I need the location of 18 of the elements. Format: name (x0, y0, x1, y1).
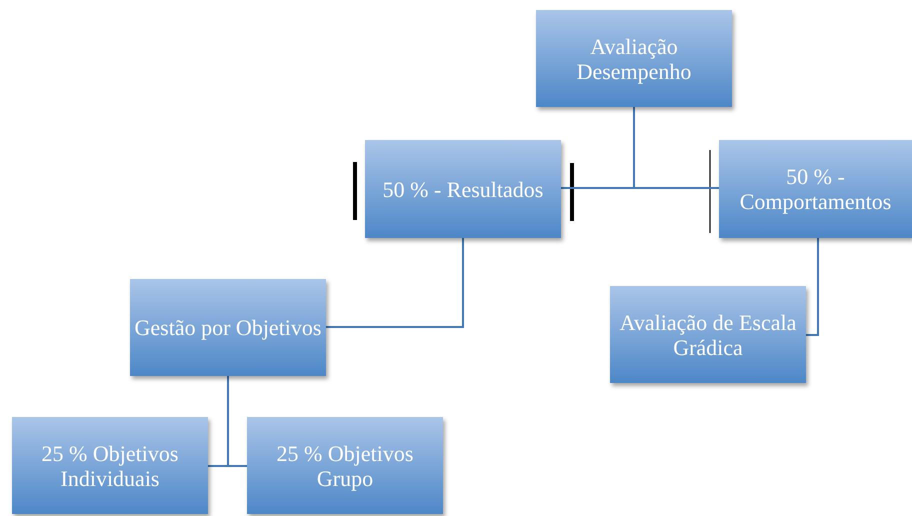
process-box (610, 286, 806, 383)
process-box (247, 417, 443, 514)
connector-line (633, 107, 719, 189)
connector-line (326, 238, 464, 328)
box-label: Gestão por Objetivos (134, 315, 322, 340)
process-box (719, 140, 912, 238)
connector-line (806, 238, 819, 336)
box-label: Avaliação Desempenho (576, 34, 692, 84)
box-label: Avaliação de Escala Grádica (618, 310, 798, 360)
box-label: 50 % - Resultados (382, 176, 544, 202)
process-box (130, 279, 326, 376)
process-box (536, 10, 732, 107)
process-box (365, 140, 561, 238)
connector-line (227, 376, 247, 467)
process-box (12, 417, 208, 514)
box-label: 25 % Objetivos Individuais (40, 440, 180, 490)
box-label: 50 % - Comportamentos (738, 164, 892, 214)
box-label: 25 % Objetivos Grupo (276, 440, 414, 490)
